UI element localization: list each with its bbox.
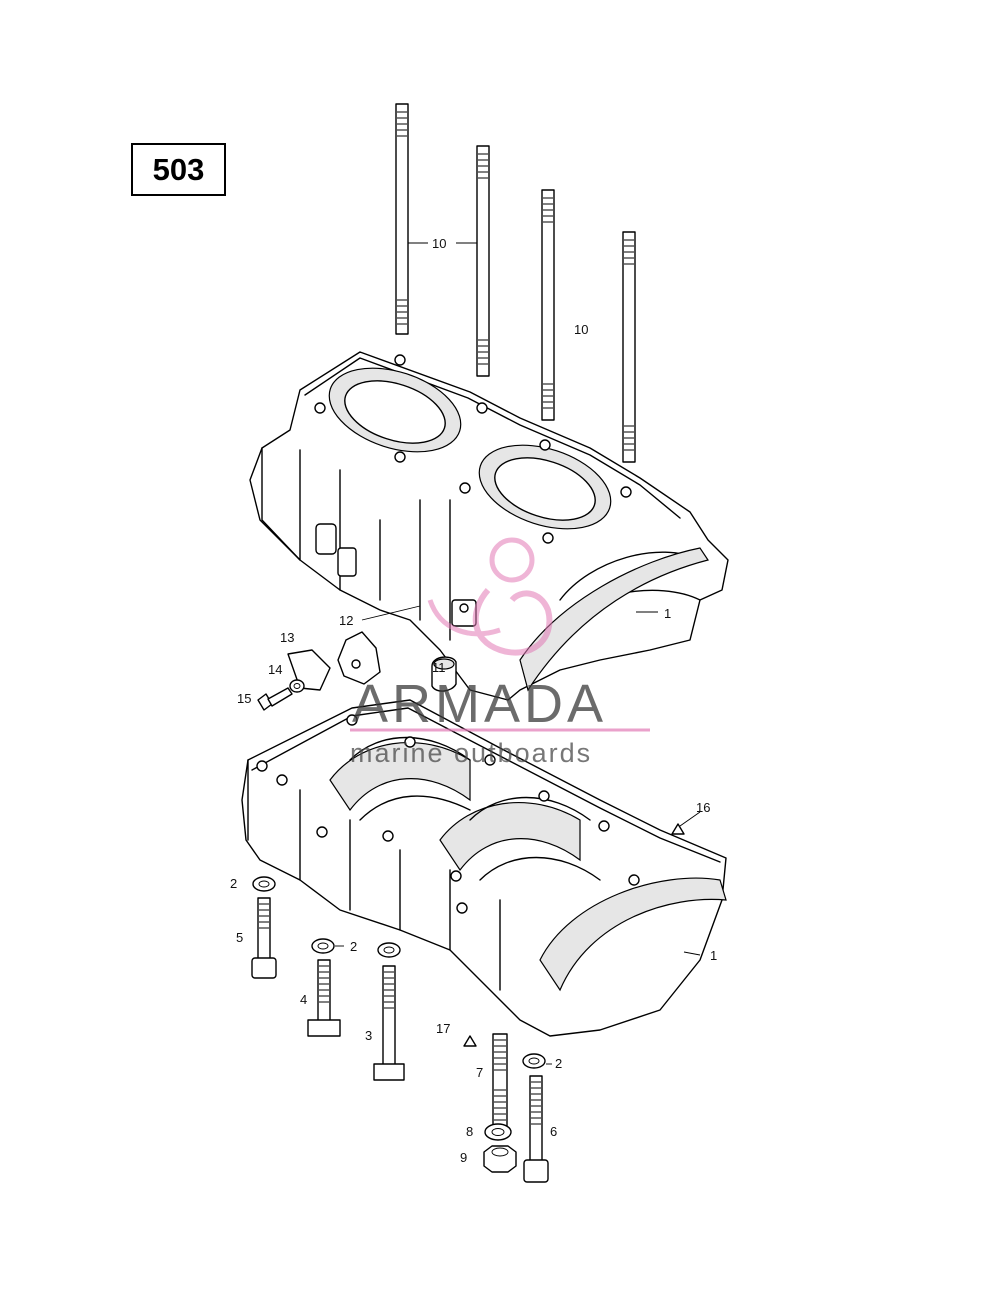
callout-6: 6 [550,1124,557,1139]
pin-17 [463,1035,477,1047]
callout-13: 13 [280,630,294,645]
callout-5: 5 [236,930,243,945]
callout-7: 7 [476,1065,483,1080]
bolt-6 [523,1075,549,1183]
callout-10-b: 10 [574,322,588,337]
lower-crankcase [241,699,727,1037]
watermark: ARMADA marine outboards [350,537,650,768]
part-14-washer [289,679,305,693]
washer-8 [484,1123,512,1141]
washer-2-d [522,1053,546,1069]
watermark-title: ARMADA [352,674,607,734]
callout-4: 4 [300,992,307,1007]
callout-11: 11 [432,660,446,675]
callout-8: 8 [466,1124,473,1139]
callout-10-a: 10 [432,236,446,251]
nut-9 [483,1145,517,1173]
callout-1-top: 1 [664,606,671,621]
watermark-subtitle: marine outboards [350,738,592,768]
callout-3: 3 [365,1028,372,1043]
washer-2-b [311,938,335,954]
pin-16 [671,823,685,835]
callout-2-a: 2 [230,876,237,891]
callout-1-bottom: 1 [710,948,717,963]
part-15-screw [257,687,293,711]
part-12-bracket [337,631,381,685]
washer-2-c [377,942,401,958]
callout-9: 9 [460,1150,467,1165]
stud-10-d [622,231,636,463]
callout-12: 12 [339,613,353,628]
bolt-5 [251,897,277,979]
watermark-logo [427,537,553,656]
part-11-bushing [431,656,457,692]
callouts: 10 10 1 12 13 14 11 15 16 2 5 2 1 4 3 17… [230,236,717,1165]
callout-14: 14 [268,662,282,677]
bolt-3 [373,965,405,1081]
page-number-box: 503 [131,143,226,196]
callout-16: 16 [696,800,710,815]
stud-10-c [541,189,555,421]
stud-10-a [395,103,409,335]
callout-2-b: 2 [350,939,357,954]
leader-lines [335,242,701,1065]
callout-2-c: 2 [555,1056,562,1071]
washer-2-a [252,876,276,892]
stud-10-b [476,145,490,377]
bolt-4 [307,959,341,1037]
upper-crankcase [249,351,729,701]
page-number: 503 [152,151,205,187]
callout-15: 15 [237,691,251,706]
stud-7 [492,1033,508,1135]
callout-17: 17 [436,1021,450,1036]
